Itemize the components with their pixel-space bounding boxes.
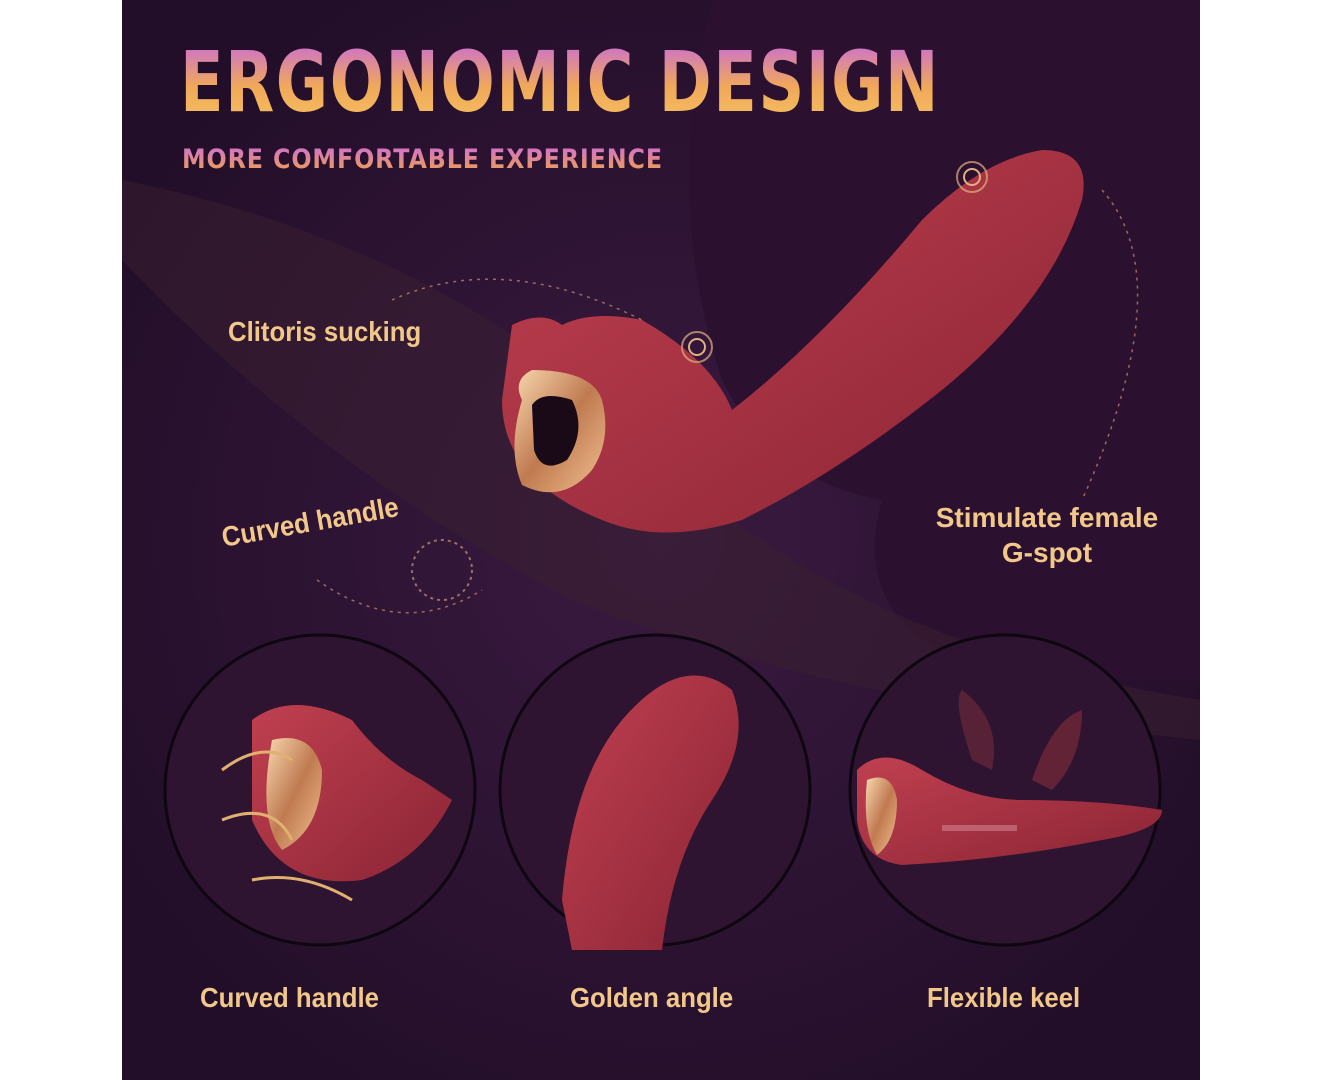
product-main bbox=[502, 150, 1084, 533]
callout-g-spot: Stimulate female G-spot bbox=[892, 500, 1200, 570]
circle-label-golden-angle: Golden angle bbox=[570, 982, 734, 1013]
circle-label-curved-handle: Curved handle bbox=[200, 982, 379, 1013]
page-subtitle: MORE COMFORTABLE EXPERIENCE bbox=[182, 144, 663, 175]
callout-g-spot-line1: Stimulate female bbox=[935, 502, 1159, 533]
vibration-icons bbox=[411, 161, 988, 601]
circle-3-keel-illustration bbox=[857, 690, 1162, 865]
product-infographic: ERGONOMIC DESIGN MORE COMFORTABLE EXPERI… bbox=[122, 0, 1200, 1080]
circle-2-tip-illustration bbox=[562, 675, 739, 950]
circle-1-handle-illustration bbox=[221, 705, 452, 902]
callout-lines bbox=[316, 189, 1139, 614]
product-illustration bbox=[122, 0, 1200, 1080]
callout-g-spot-line2: G-spot bbox=[1001, 537, 1093, 568]
page-title: ERGONOMIC DESIGN bbox=[180, 33, 940, 131]
circle-label-flexible-keel: Flexible keel bbox=[927, 982, 1081, 1013]
callout-clitoris-sucking: Clitoris sucking bbox=[228, 316, 422, 347]
